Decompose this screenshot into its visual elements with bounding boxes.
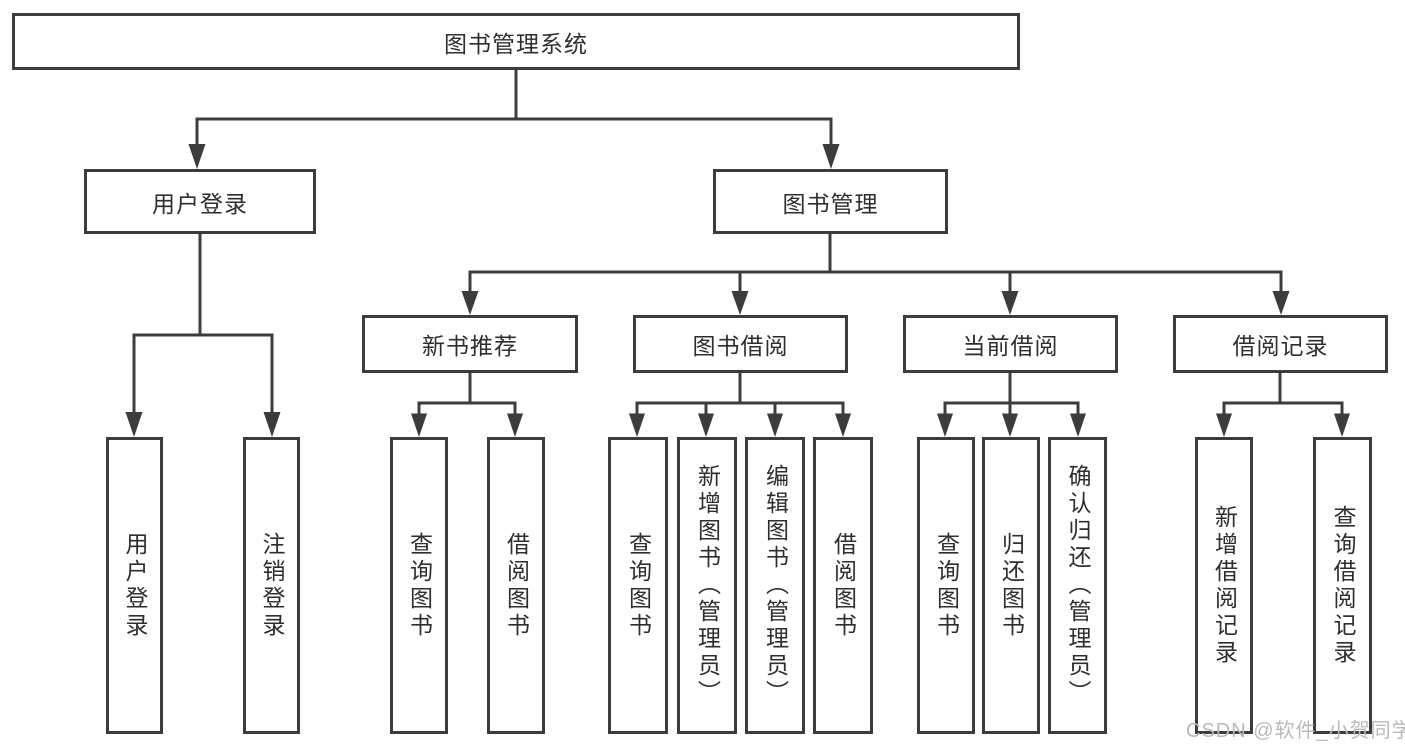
connector-borrowing-records-to-leaves <box>1216 373 1350 437</box>
node-library-management-system: 图书管理系统 <box>12 13 1020 70</box>
node-label: 查询图书 <box>933 531 960 640</box>
node-label: 归还图书 <box>998 531 1025 640</box>
node-label: 借阅图书 <box>830 531 857 640</box>
connector-new-book-rec-to-leaves <box>411 373 523 437</box>
node-label: 查询借阅记录 <box>1330 504 1356 667</box>
node-label: 当前借阅 <box>962 333 1059 359</box>
connector-root-to-level2 <box>188 70 840 169</box>
node-label: 确认归还（管理员） <box>1065 464 1091 707</box>
node-label: 查询图书 <box>406 531 433 640</box>
node-label: 新增图书（管理员） <box>694 464 721 707</box>
node-book-borrowing: 图书借阅 <box>633 315 848 373</box>
node-user-login: 用户登录 <box>84 169 316 234</box>
connector-book-management-to-level3 <box>461 234 1290 315</box>
node-leaf-query-books-borrow: 查询图书 <box>608 437 668 734</box>
node-book-management: 图书管理 <box>713 169 948 234</box>
node-leaf-user-login: 用户登录 <box>106 437 163 734</box>
node-label: 图书借阅 <box>692 333 789 359</box>
node-label: 图书管理 <box>782 190 879 217</box>
connector-current-borrowing-to-leaves <box>937 373 1086 437</box>
connector-user-login-to-leaves <box>125 234 281 437</box>
node-label: 图书管理系统 <box>444 30 588 57</box>
node-leaf-confirm-return-admin: 确认归还（管理员） <box>1048 437 1107 734</box>
node-leaf-query-books-current: 查询图书 <box>917 437 975 734</box>
node-label: 用户登录 <box>122 531 148 640</box>
node-leaf-borrow-books-rec: 借阅图书 <box>487 437 545 734</box>
node-leaf-borrow-books: 借阅图书 <box>813 437 873 734</box>
node-leaf-return-books: 归还图书 <box>982 437 1040 734</box>
watermark: CSDN @软件_小贺同学 <box>1186 720 1405 742</box>
node-label: 用户登录 <box>152 190 248 217</box>
node-new-book-recommendation: 新书推荐 <box>362 315 578 373</box>
node-borrowing-records: 借阅记录 <box>1173 315 1388 373</box>
node-label: 借阅图书 <box>503 531 530 640</box>
node-label: 新书推荐 <box>422 333 518 359</box>
node-leaf-logout: 注销登录 <box>243 437 300 734</box>
node-current-borrowing: 当前借阅 <box>903 315 1118 373</box>
node-label: 借阅记录 <box>1232 333 1329 359</box>
node-leaf-query-borrow-record: 查询借阅记录 <box>1313 437 1372 734</box>
node-label: 编辑图书（管理员） <box>762 464 789 707</box>
node-leaf-query-books-rec: 查询图书 <box>390 437 448 734</box>
node-leaf-add-book-admin: 新增图书（管理员） <box>677 437 737 734</box>
node-leaf-add-borrow-record: 新增借阅记录 <box>1195 437 1253 734</box>
connector-book-borrowing-to-leaves <box>629 373 851 437</box>
node-label: 注销登录 <box>259 531 285 640</box>
node-leaf-edit-book-admin: 编辑图书（管理员） <box>745 437 805 734</box>
node-label: 新增借阅记录 <box>1211 504 1238 667</box>
node-label: 查询图书 <box>625 531 652 640</box>
